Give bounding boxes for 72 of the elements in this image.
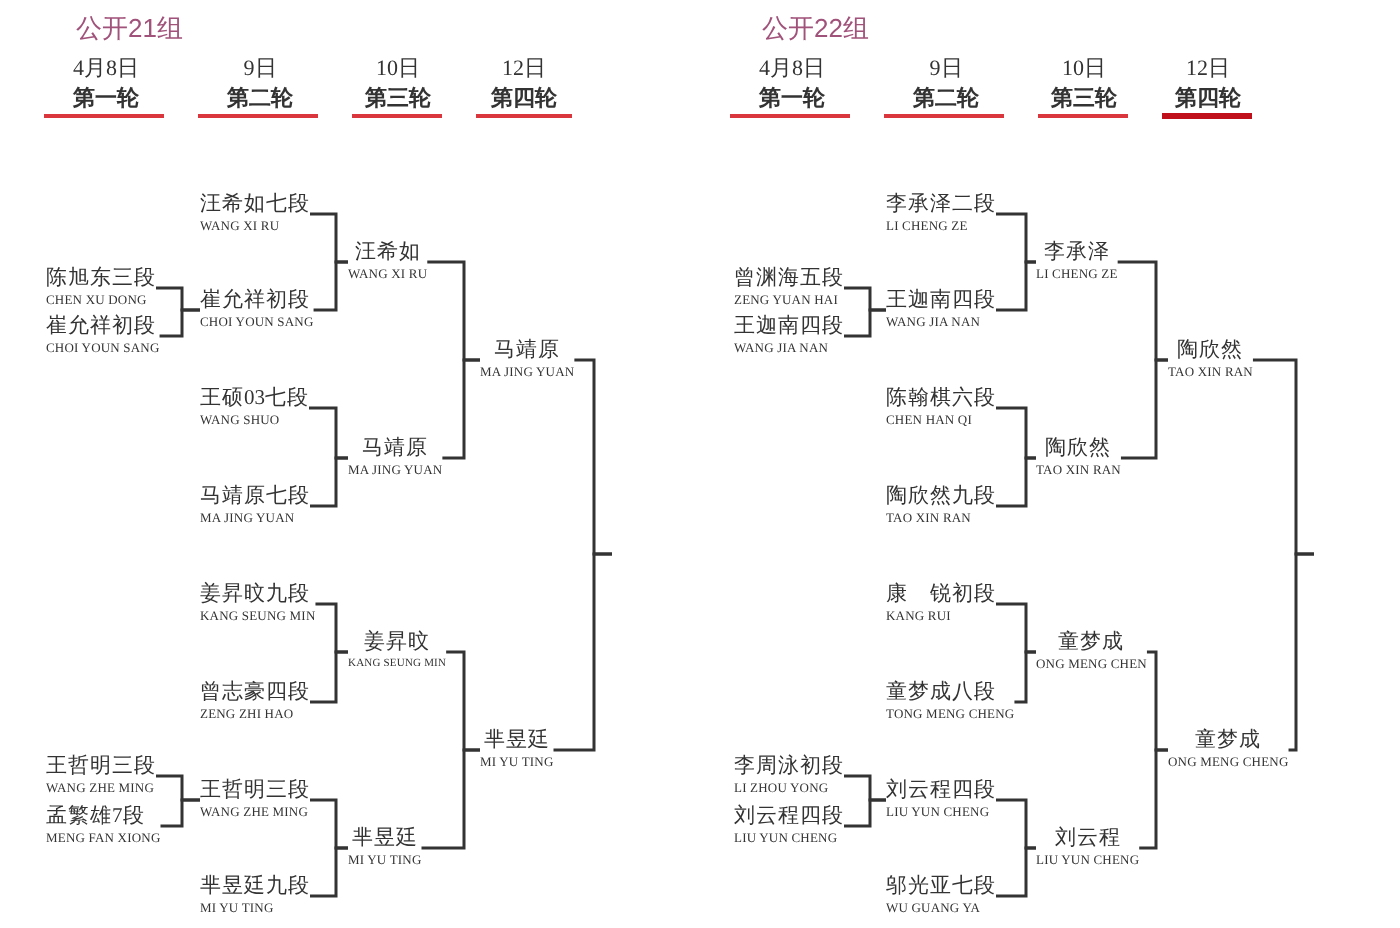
bracket-line: [1014, 650, 1036, 704]
bracket-line: [996, 456, 1036, 508]
round-name: 第一轮: [759, 87, 825, 113]
round-name: 第四轮: [1175, 87, 1241, 113]
player-name: 芈昱廷九段: [200, 875, 310, 899]
bracket-line: [160, 798, 200, 828]
player-name: 汪希如: [352, 241, 423, 265]
round-date: 9日: [929, 57, 963, 83]
bracket-line: [1288, 552, 1314, 752]
round-name: 第三轮: [1051, 87, 1117, 113]
player-name: 曾渊海五段: [734, 267, 844, 291]
bracket-line: [1139, 748, 1168, 850]
bracket-line: [442, 358, 480, 460]
bracket-line: [1120, 358, 1168, 460]
player-name: 李承泽二段: [886, 193, 996, 217]
bracket-line: [313, 260, 348, 312]
round-name: 第二轮: [227, 87, 293, 113]
player-name: 姜昇旼: [362, 631, 433, 655]
player-name: 陈翰棋六段: [886, 387, 996, 411]
player-name: 陈旭东三段: [46, 267, 156, 291]
round-date: 10日: [376, 57, 420, 83]
player-name: 李承泽: [1041, 241, 1112, 265]
player-name: 曾志豪四段: [200, 681, 310, 705]
round-date: 10日: [1062, 57, 1106, 83]
round-date: 12日: [502, 57, 546, 83]
round-date: 9日: [243, 57, 277, 83]
player-name: 刘云程: [1052, 827, 1123, 851]
player-name: 王哲明三段: [46, 755, 156, 779]
player-name: 王硕03七段: [200, 387, 309, 411]
round-name: 第四轮: [491, 87, 557, 113]
bracket-line: [310, 846, 348, 898]
player-name: 崔允祥初段: [46, 315, 158, 339]
player-name: 童梦成八段: [886, 681, 998, 705]
bracket-line: [553, 552, 612, 752]
round-name: 第一轮: [73, 87, 139, 113]
round-date: 4月8日: [759, 57, 825, 83]
bracket-line: [996, 260, 1036, 312]
player-name: 王哲明三段: [200, 779, 310, 803]
player-name: 崔允祥初段: [200, 289, 312, 313]
bracket-line: [310, 650, 348, 704]
round-name: 第三轮: [365, 87, 431, 113]
player-name: 芈昱廷: [349, 827, 420, 851]
player-name: 李周泳初段: [734, 755, 844, 779]
bracket-line: [996, 846, 1036, 898]
player-name: 芈昱廷: [481, 729, 552, 753]
player-name: 马靖原: [492, 339, 563, 363]
bracket-line: [159, 308, 200, 338]
player-name: 陶欣然: [1175, 339, 1246, 363]
group-title: 公开22组: [762, 15, 869, 41]
player-name: 马靖原七段: [200, 485, 310, 509]
bracket-line: [310, 456, 348, 508]
player-name: 王迦南四段: [734, 315, 844, 339]
bracket-line: [844, 308, 886, 338]
round-date: 4月8日: [73, 57, 139, 83]
player-name: 康 锐初段: [886, 583, 996, 607]
player-name: 陶欣然: [1043, 437, 1114, 461]
player-name: 汪希如七段: [200, 193, 310, 217]
player-name: 童梦成: [1193, 729, 1264, 753]
player-name: 刘云程四段: [734, 805, 844, 829]
player-name: 陶欣然九段: [886, 485, 996, 509]
round-name: 第二轮: [913, 87, 979, 113]
player-name: 马靖原: [360, 437, 431, 461]
player-name: 王迦南四段: [886, 289, 996, 313]
player-name: 姜昇旼九段: [200, 583, 312, 607]
group-title: 公开21组: [76, 15, 183, 41]
player-name: 童梦成: [1056, 631, 1127, 655]
player-name: 孟繁雄7段: [46, 805, 147, 829]
bracket-line: [844, 798, 886, 828]
bracket-line: [421, 748, 480, 850]
player-name: 邬光亚七段: [886, 875, 996, 899]
player-name: 刘云程四段: [886, 779, 996, 803]
round-date: 12日: [1186, 57, 1230, 83]
